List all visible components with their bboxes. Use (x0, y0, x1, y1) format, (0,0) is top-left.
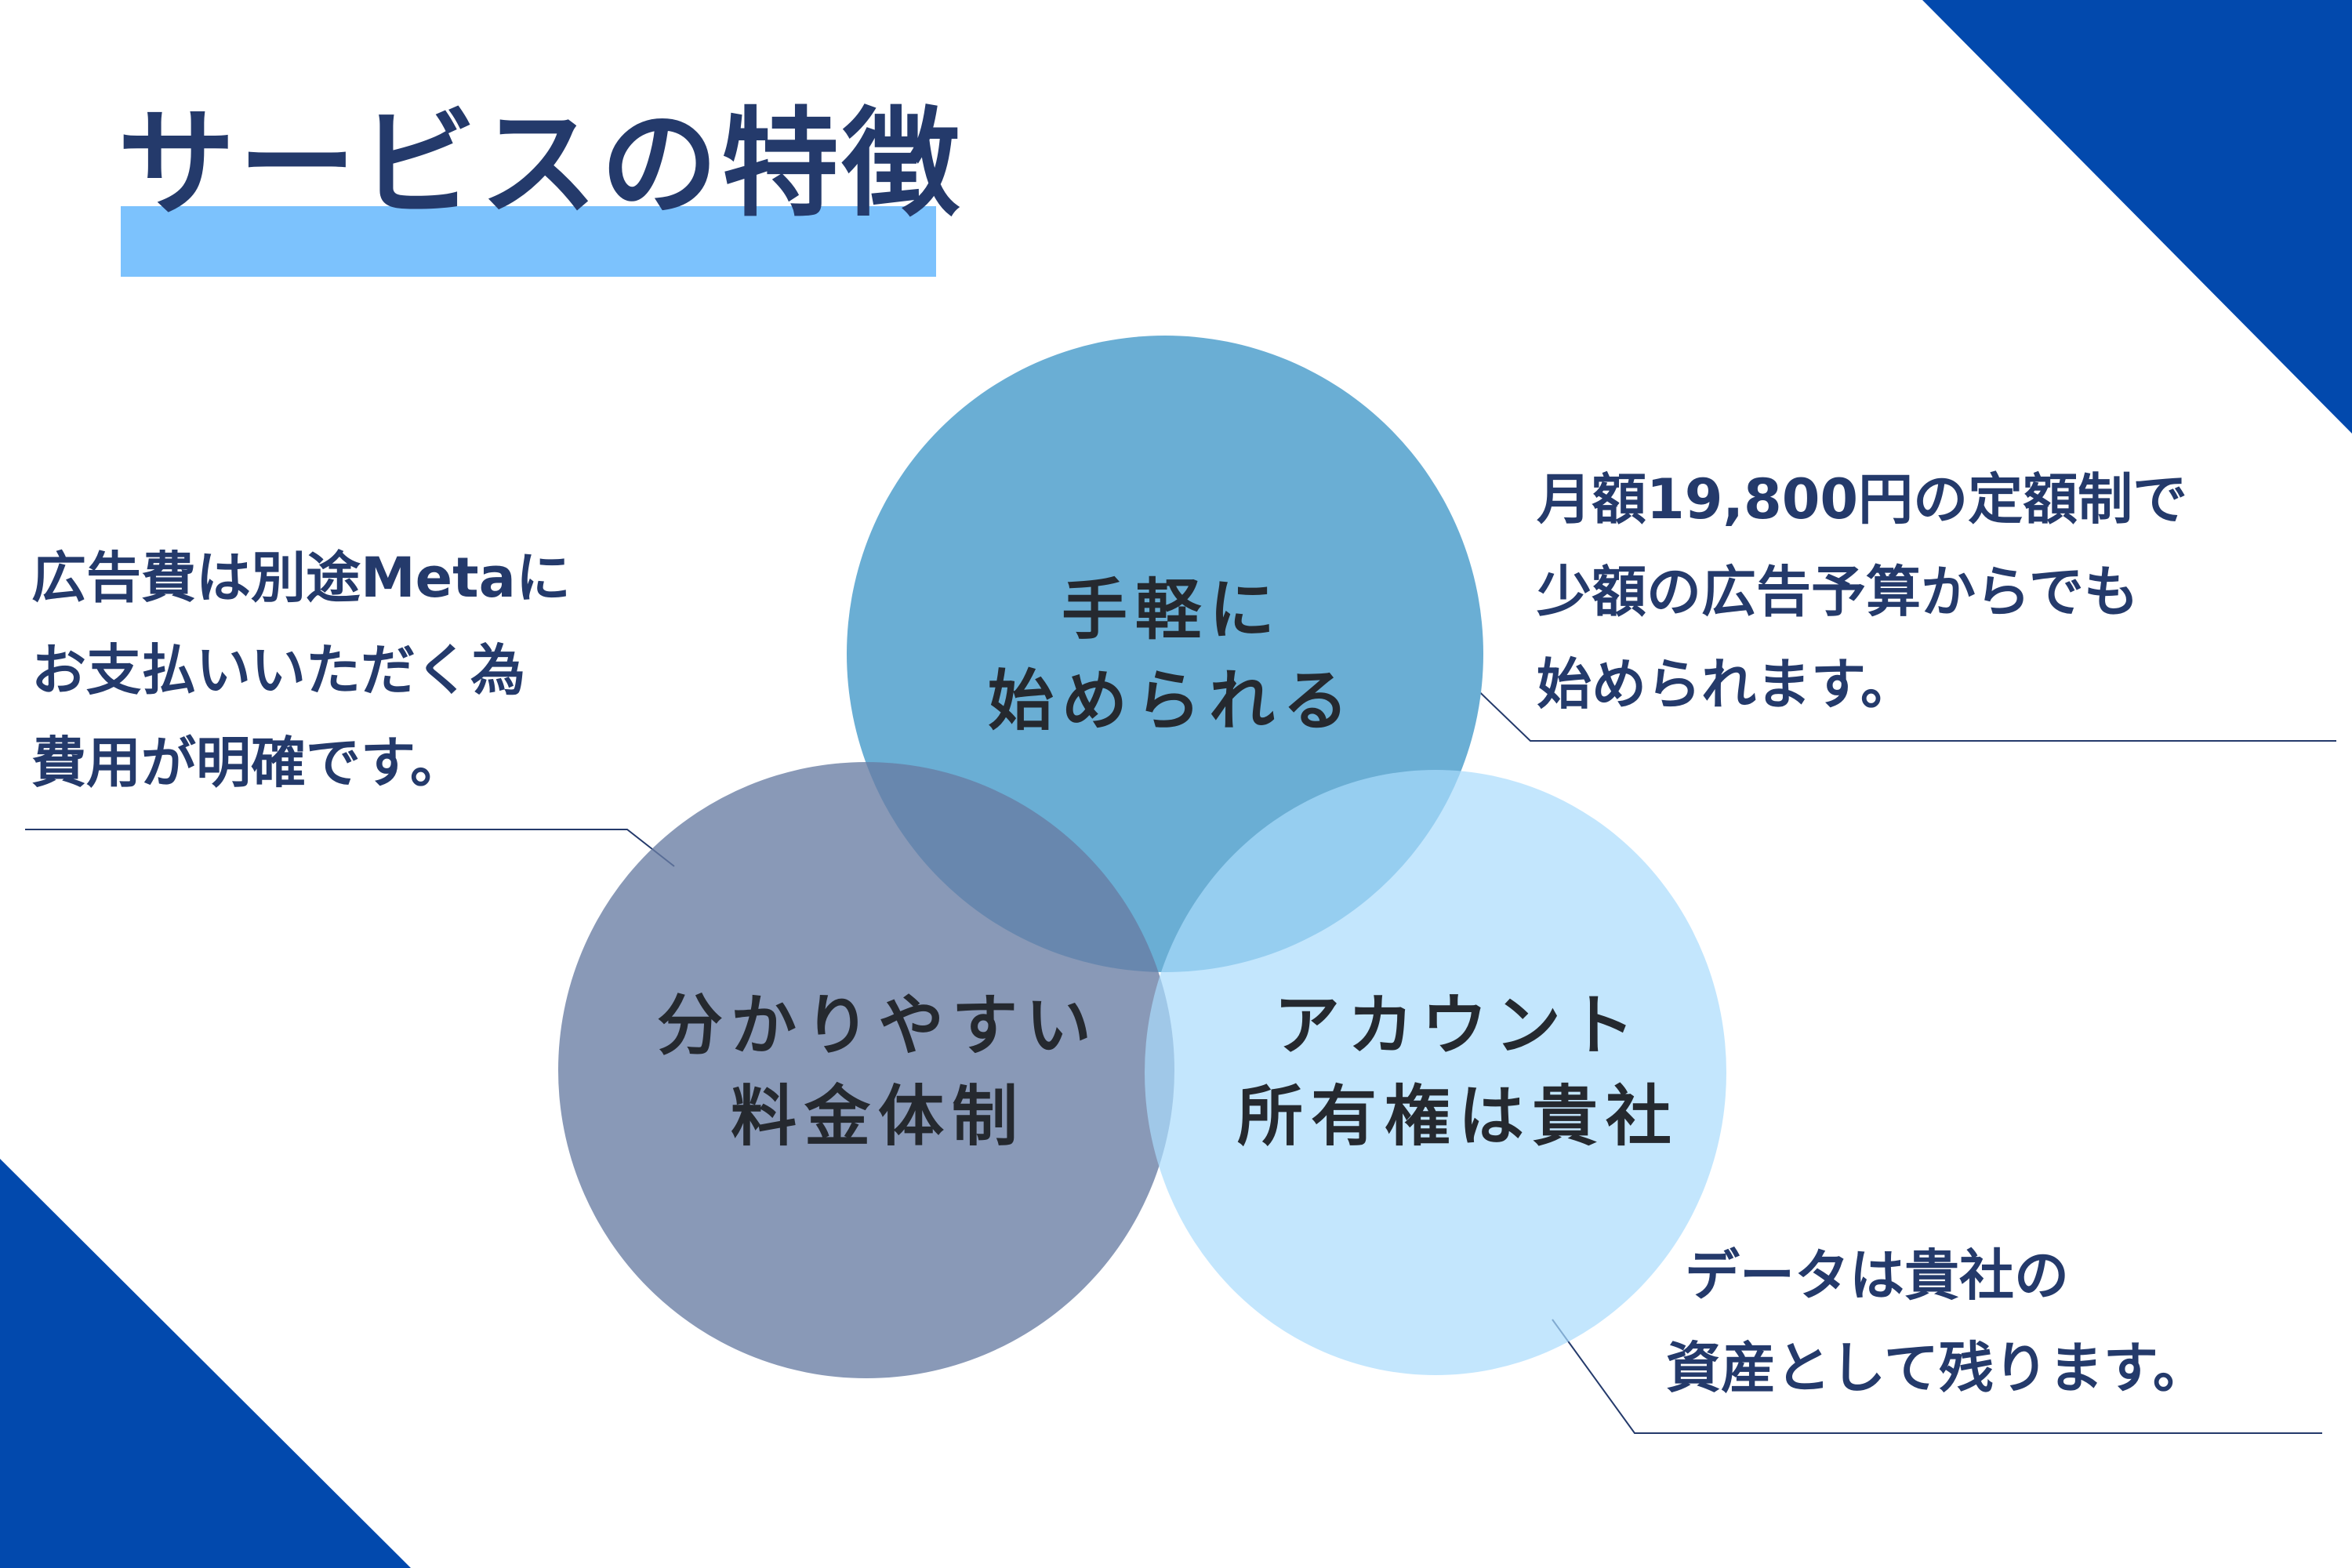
desc-clear-pricing: 広告費は別途Metaに お支払いいただく為 費用が明確です。 (31, 532, 571, 809)
leader-line-bottom-right (1552, 1319, 2322, 1434)
desc-line: 始められます。 (1537, 652, 1915, 717)
label-line: 分かりやすい (656, 987, 1099, 1064)
desc-account-ownership: データは貴社の 資産として残ります。 (1666, 1229, 2208, 1414)
label-line: 手軽に (1061, 572, 1283, 648)
label-line: 料金体制 (730, 1078, 1025, 1155)
page-title: サービスの特徴 (118, 106, 960, 278)
desc-line: 資産として残ります。 (1666, 1336, 2208, 1400)
corner-triangle-top-right (1922, 0, 2352, 434)
desc-line: 費用が明確です。 (31, 731, 465, 795)
label-line: 所有権は貴社 (1236, 1078, 1679, 1155)
circle-account-ownership (1145, 770, 1726, 1375)
desc-line: 広告費は別途Metaに (31, 546, 571, 610)
title-highlight-bar (121, 206, 936, 277)
leader-line-left (25, 829, 675, 867)
desc-line: お支払いいただく為 (31, 638, 525, 702)
circle-clear-pricing (558, 762, 1174, 1378)
label-account-ownership: アカウント 所有権は貴社 (1184, 980, 1733, 1162)
desc-line: 月額19,800円の定額制で (1537, 467, 2188, 532)
desc-easy-start: 月額19,800円の定額制で 少額の広告予算からでも 始められます。 (1537, 453, 2187, 731)
title-text: サービスの特徴 (118, 96, 964, 233)
desc-line: 少額の広告予算からでも (1537, 560, 2139, 624)
label-line: 始められる (987, 662, 1356, 739)
leader-line-top-right (1467, 680, 2336, 742)
desc-line: データは貴社の (1685, 1243, 2069, 1308)
label-line: アカウント (1273, 987, 1642, 1064)
label-clear-pricing: 分かりやすい 料金体制 (596, 980, 1160, 1162)
corner-triangle-bottom-left (0, 1159, 411, 1568)
label-easy-start: 手軽に 始められる (937, 564, 1407, 746)
